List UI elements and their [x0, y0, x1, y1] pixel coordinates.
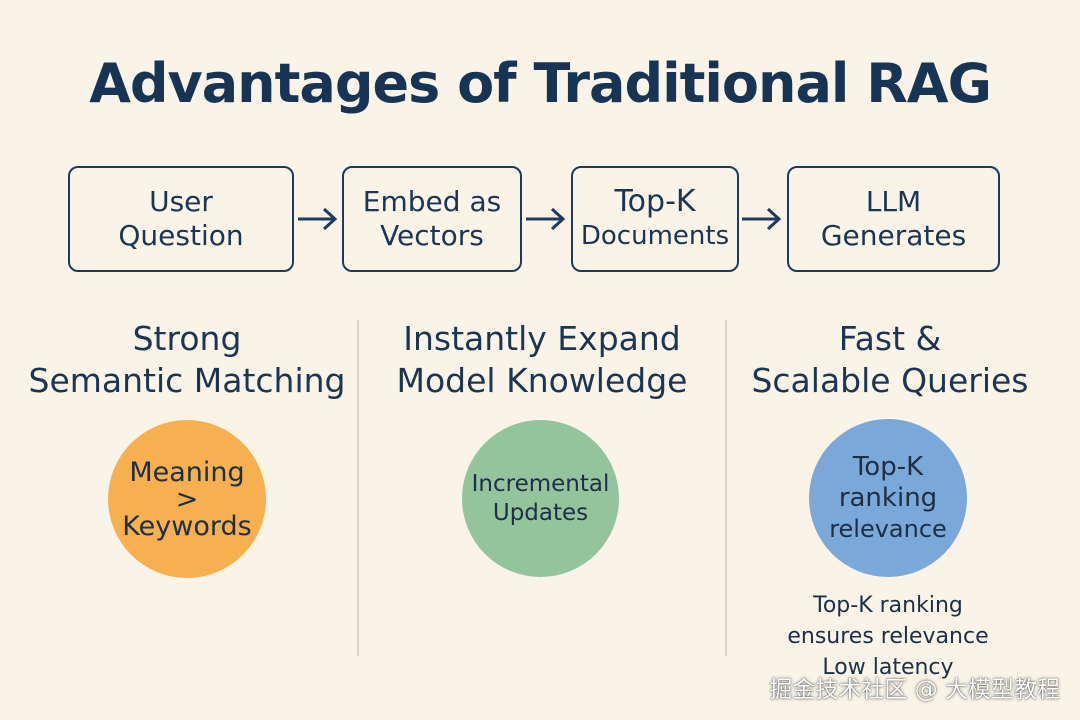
- column-divider: [357, 320, 359, 656]
- column-heading-semantic-matching: Strong Semantic Matching: [22, 318, 352, 402]
- incremental-updates-circle: Incremental Updates: [462, 420, 619, 577]
- meaning-keywords-circle: Meaning > Keywords: [108, 420, 266, 578]
- heading-line: Fast &: [838, 319, 942, 358]
- circle-line: Top-K: [852, 451, 924, 482]
- right-arrow-icon: [298, 207, 338, 231]
- step-label-line2: Documents: [580, 221, 730, 251]
- note-line: ensures relevance: [787, 624, 989, 649]
- circle-line: Updates: [492, 499, 589, 526]
- column-heading-scalable-queries: Fast & Scalable Queries: [740, 318, 1040, 402]
- note-line: Top-K ranking: [813, 593, 963, 618]
- right-arrow-icon: [742, 207, 782, 231]
- circle-line: >: [175, 483, 199, 515]
- heading-line: Semantic Matching: [28, 361, 346, 400]
- heading-line: Instantly Expand: [403, 319, 681, 358]
- step-label-line2: Question: [118, 219, 244, 252]
- heading-line: Strong: [132, 319, 242, 358]
- watermark: 掘金技术社区 @ 大模型教程: [769, 677, 1060, 703]
- step-label-line2: Generates: [820, 219, 967, 252]
- topk-ranking-circle: Top-K ranking relevance: [809, 419, 967, 577]
- step-label-line2: Vectors: [380, 219, 484, 252]
- column-heading-expand-knowledge: Instantly Expand Model Knowledge: [372, 318, 712, 402]
- step-label-line1: Top-K: [614, 184, 696, 219]
- page-title: Advantages of Traditional RAG: [89, 52, 992, 115]
- heading-line: Model Knowledge: [396, 361, 688, 400]
- circle-line: relevance: [829, 514, 947, 543]
- column-divider: [725, 320, 727, 656]
- step-label-line1: Embed as: [362, 185, 502, 218]
- circle-line: Meaning: [129, 456, 245, 488]
- step-label-line1: User: [149, 185, 213, 218]
- circle-line: ranking: [838, 482, 938, 513]
- circle-line: Keywords: [122, 510, 252, 542]
- right-arrow-icon: [526, 207, 566, 231]
- circle-line: Incremental: [471, 470, 610, 497]
- heading-line: Scalable Queries: [751, 361, 1029, 400]
- step-label-line1: LLM: [865, 185, 922, 218]
- scalable-queries-note: Top-K ranking ensures relevance Low late…: [760, 590, 1016, 683]
- note-line: Low latency: [822, 655, 954, 680]
